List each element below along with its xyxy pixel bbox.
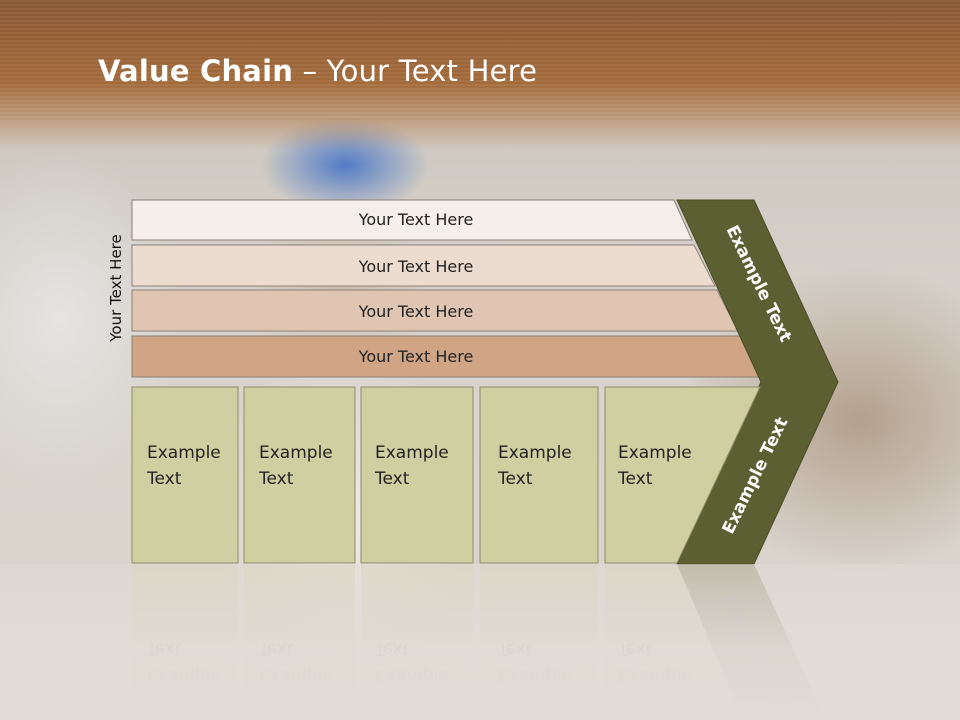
box-4[interactable]: Example Text <box>479 386 599 564</box>
box-2-line1: Example <box>259 443 333 463</box>
title-rest: – Your Text Here <box>293 54 538 88</box>
box-5-line1: Example <box>618 443 692 463</box>
box-3[interactable]: Example Text <box>360 386 474 564</box>
box-2[interactable]: Example Text <box>243 386 356 564</box>
reflection-fade <box>0 564 960 720</box>
box-2-line2: Text <box>258 469 294 489</box>
bar-2-label: Your Text Here <box>358 257 474 276</box>
bar-1[interactable]: Your Text Here <box>131 199 693 241</box>
box-3-line1: Example <box>375 443 449 463</box>
box-4-line2: Text <box>497 469 533 489</box>
box-1-line2: Text <box>146 469 182 489</box>
box-1[interactable]: Example Text <box>131 386 239 564</box>
box-5-line2: Text <box>617 469 653 489</box>
bar-2[interactable]: Your Text Here <box>131 244 716 287</box>
bar-3-label: Your Text Here <box>358 302 474 321</box>
box-1-line1: Example <box>147 443 221 463</box>
bar-4[interactable]: Your Text Here <box>131 335 763 378</box>
slide-title: Value Chain – Your Text Here <box>98 54 537 88</box>
title-bold: Value Chain <box>98 54 294 88</box>
box-5[interactable]: Example Text <box>604 386 761 564</box>
bar-4-label: Your Text Here <box>358 347 474 366</box>
box-4-line1: Example <box>498 443 572 463</box>
bar-1-label: Your Text Here <box>358 210 474 229</box>
box-3-line2: Text <box>374 469 410 489</box>
bar-3[interactable]: Your Text Here <box>131 289 739 332</box>
header-band <box>0 0 960 150</box>
